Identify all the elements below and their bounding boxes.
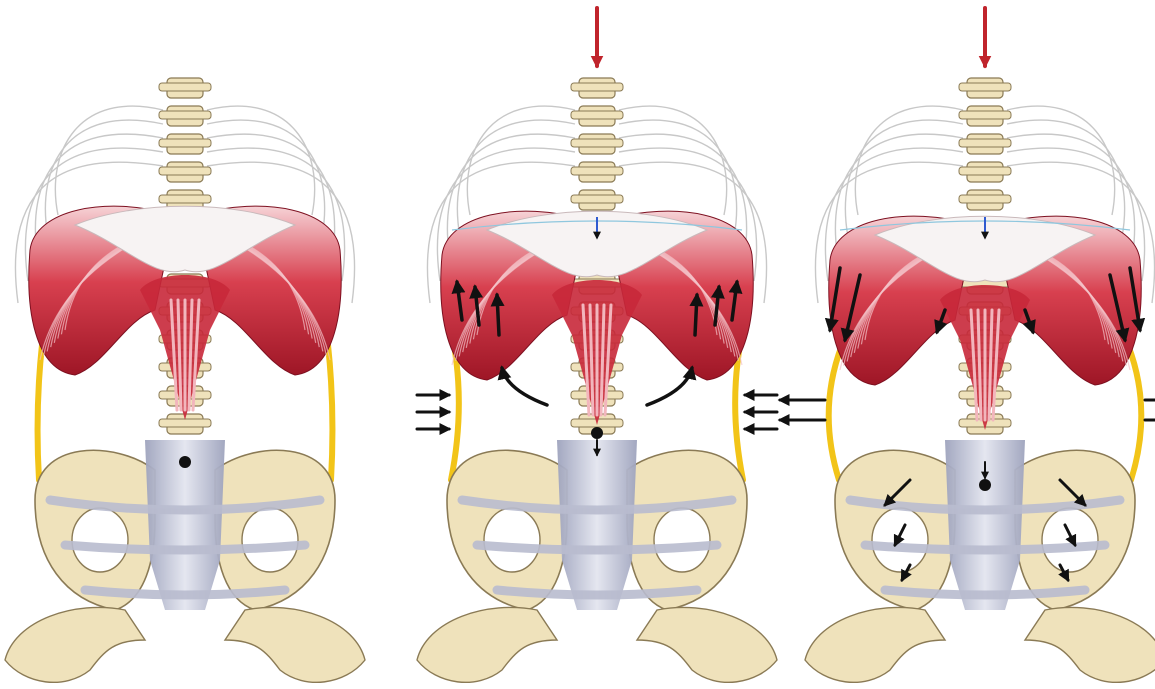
curved-arrow-left (502, 368, 547, 405)
transverse-process (571, 195, 623, 203)
transverse-process (159, 195, 211, 203)
transverse-process (959, 139, 1011, 147)
panel-rest (5, 78, 365, 682)
transverse-process (959, 83, 1011, 91)
obturator-foramen (1042, 508, 1098, 572)
transverse-process (959, 167, 1011, 175)
obturator-foramen (242, 508, 298, 572)
transverse-process (959, 195, 1011, 203)
transverse-process (159, 167, 211, 175)
femoral-head (5, 607, 145, 682)
obturator-foramen (484, 508, 540, 572)
center-dot (979, 479, 991, 491)
transverse-process (159, 111, 211, 119)
center-dot (179, 456, 191, 468)
abdominal-fascia (557, 440, 637, 610)
femoral-head (225, 607, 365, 682)
panel-inward (417, 8, 777, 682)
curved-arrow-right (647, 368, 692, 405)
transverse-process (959, 111, 1011, 119)
fiber-up-arrow (497, 295, 499, 335)
center-dot (591, 427, 603, 439)
transverse-process (159, 419, 211, 427)
diaphragm (829, 216, 1141, 430)
transverse-process (571, 111, 623, 119)
femoral-head (417, 607, 557, 682)
transverse-process (571, 139, 623, 147)
transverse-process (159, 83, 211, 91)
transverse-process (571, 83, 623, 91)
femoral-head (805, 607, 945, 682)
femoral-head (1025, 607, 1155, 682)
transverse-process (571, 167, 623, 175)
panel-outward (780, 8, 1155, 682)
femoral-head (637, 607, 777, 682)
transverse-process (159, 139, 211, 147)
obturator-foramen (654, 508, 710, 572)
fiber-up-arrow (695, 295, 697, 335)
diaphragm (29, 206, 341, 420)
obturator-foramen (72, 508, 128, 572)
obturator-foramen (872, 508, 928, 572)
diaphragm (441, 211, 753, 425)
